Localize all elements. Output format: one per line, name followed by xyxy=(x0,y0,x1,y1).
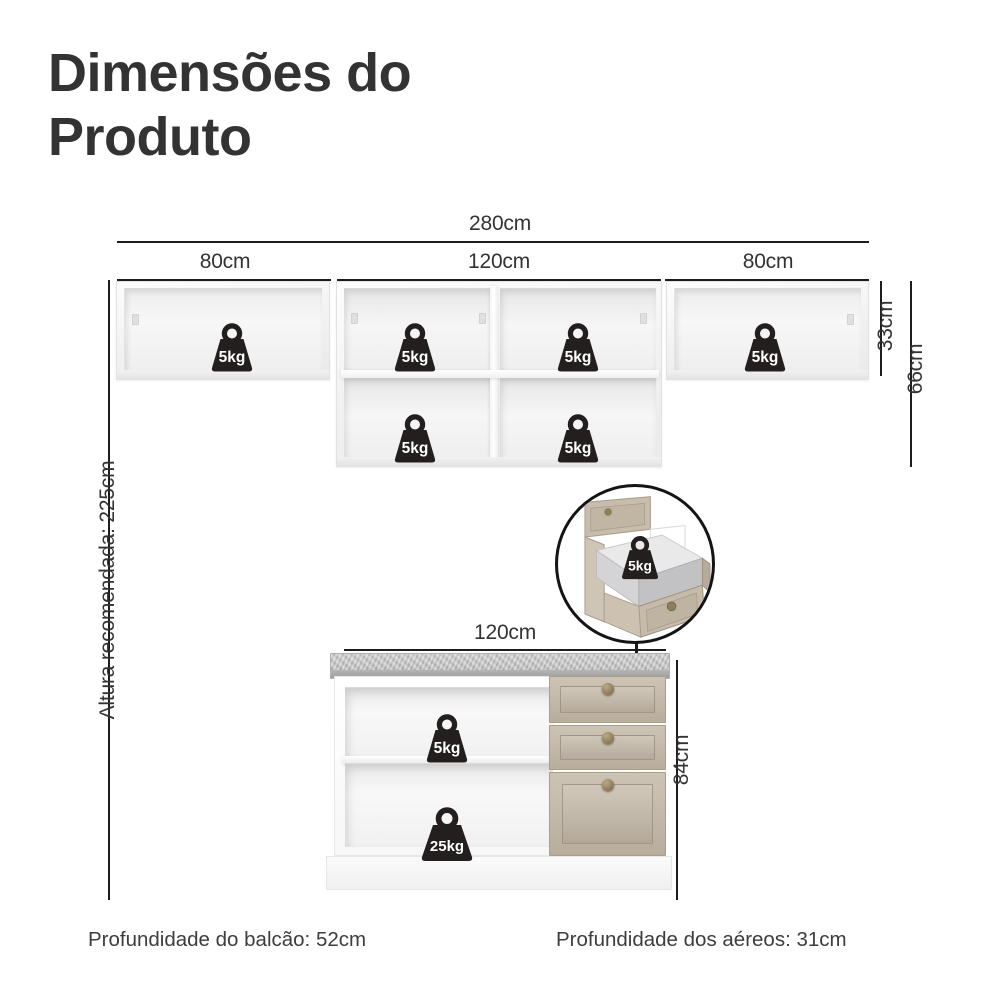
dimension-line-upper-small-height xyxy=(880,281,882,376)
counter-drawer-top xyxy=(549,676,666,723)
weight-badge-upper-right: 5kg xyxy=(737,323,793,374)
note-counter-depth: Profundidade do balcão: 52cm xyxy=(88,928,367,951)
drawer-detail-callout: 5kg xyxy=(555,484,715,644)
cabinet-base xyxy=(337,457,661,466)
dimension-line-segment-right xyxy=(665,279,869,281)
weight-icon: 5kg xyxy=(211,323,253,372)
cabinet-base xyxy=(117,370,329,379)
counter-drawer-middle xyxy=(549,725,666,770)
shelf-peg-icon xyxy=(479,313,486,324)
cabinet-horizontal-divider xyxy=(341,370,659,378)
svg-text:5kg: 5kg xyxy=(565,440,592,457)
note-upper-depth: Profundidade dos aéreos: 31cm xyxy=(556,928,847,951)
dimension-label-segment-right: 80cm xyxy=(742,250,794,273)
dimension-label-counter-width: 120cm xyxy=(473,621,537,644)
dimension-label-segment-left: 80cm xyxy=(199,250,251,273)
counter-top-edge xyxy=(331,670,669,678)
weight-badge-counter-shelf-top: 5kg xyxy=(419,714,475,765)
weight-badge-upper-center-top-right: 5kg xyxy=(550,323,606,374)
weight-badge-drawer-callout: 5kg xyxy=(615,536,665,582)
dimension-line-counter-width xyxy=(344,649,666,651)
weight-badge-upper-center-bottom-left: 5kg xyxy=(387,414,443,465)
dimension-label-counter-height: 84cm xyxy=(670,734,693,786)
weight-icon: 5kg xyxy=(394,414,436,463)
weight-icon: 25kg xyxy=(421,807,473,861)
weight-badge-counter-shelf-bottom: 25kg xyxy=(412,807,482,864)
counter-plinth xyxy=(326,856,672,890)
shelf-peg-icon xyxy=(351,313,358,324)
weight-icon: 5kg xyxy=(557,414,599,463)
svg-text:5kg: 5kg xyxy=(628,558,652,574)
open-drawer-illustration xyxy=(584,496,711,638)
dimension-line-upper-total-height xyxy=(910,281,912,467)
page-title-line2: Produto xyxy=(48,106,252,167)
dimension-line-recommended-height xyxy=(108,280,110,900)
weight-badge-upper-left: 5kg xyxy=(204,323,260,374)
weight-icon: 5kg xyxy=(426,714,468,763)
svg-text:25kg: 25kg xyxy=(430,838,464,855)
drawer-knob-icon xyxy=(601,732,614,744)
dimension-line-counter-height xyxy=(676,660,678,900)
dimension-label-total-width: 280cm xyxy=(468,212,532,235)
cabinet-base xyxy=(667,370,868,379)
drawer-knob-icon xyxy=(601,683,614,695)
page-title-line1: Dimensões do xyxy=(48,43,412,103)
dimension-label-upper-total-height: 66cm xyxy=(904,343,927,395)
page-title: Dimensões do Produto xyxy=(48,42,518,169)
dimension-label-upper-small-height: 33cm xyxy=(874,300,897,352)
svg-text:5kg: 5kg xyxy=(565,349,592,366)
dimension-line-segment-left xyxy=(117,279,331,281)
counter-door-bottom xyxy=(549,772,666,856)
callout-leader-line xyxy=(635,605,638,700)
shelf-peg-icon xyxy=(847,314,854,325)
door-knob-icon xyxy=(601,779,614,791)
dimension-line-segment-center xyxy=(337,279,661,281)
svg-text:5kg: 5kg xyxy=(402,440,429,457)
dimension-label-segment-center: 120cm xyxy=(467,250,531,273)
svg-text:5kg: 5kg xyxy=(219,349,246,366)
upper-cabinet-left xyxy=(116,281,330,380)
weight-icon: 5kg xyxy=(622,536,658,580)
dimension-line-total-width xyxy=(117,241,869,243)
weight-icon: 5kg xyxy=(394,323,436,372)
svg-text:5kg: 5kg xyxy=(402,349,429,366)
weight-icon: 5kg xyxy=(557,323,599,372)
upper-cabinet-center xyxy=(336,281,662,467)
shelf-peg-icon xyxy=(132,314,139,325)
weight-badge-upper-center-bottom-right: 5kg xyxy=(550,414,606,465)
dimension-label-recommended-height: Altura recomendada: 225cm xyxy=(96,460,119,720)
shelf-peg-icon xyxy=(640,313,647,324)
svg-text:5kg: 5kg xyxy=(434,740,461,757)
svg-text:5kg: 5kg xyxy=(752,349,779,366)
weight-icon: 5kg xyxy=(744,323,786,372)
weight-badge-upper-center-top-left: 5kg xyxy=(387,323,443,374)
